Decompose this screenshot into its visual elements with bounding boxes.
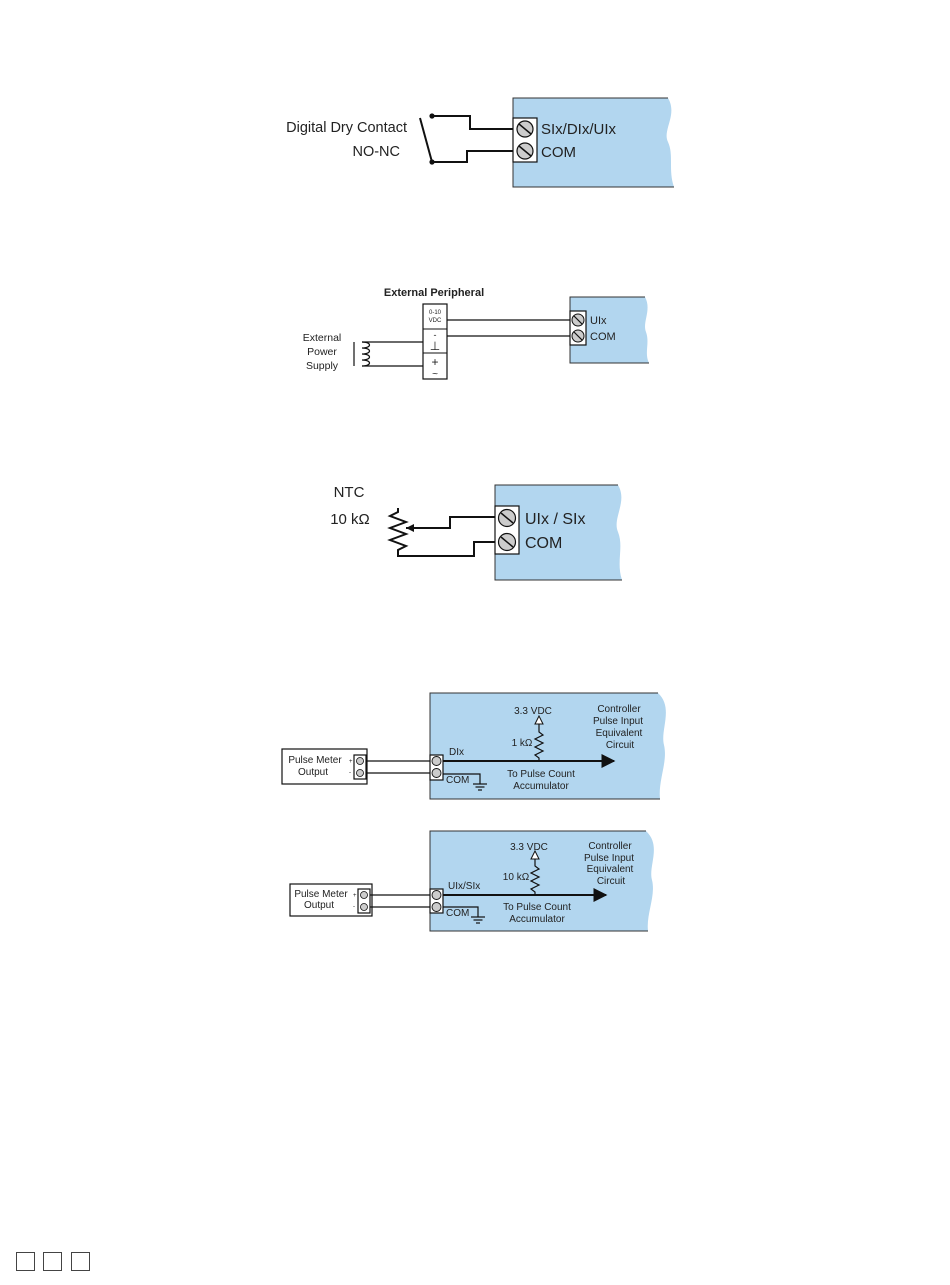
circuit-label: Controller xyxy=(597,704,641,715)
controller-panel xyxy=(570,297,649,363)
resistor-label: 1 kΩ xyxy=(512,738,533,749)
pullup-resistor xyxy=(533,714,545,761)
circuit-label-4: Circuit xyxy=(597,876,626,887)
terminal-screw xyxy=(497,532,517,552)
peripheral-output-label: 0-10 xyxy=(429,310,442,316)
device-label: Digital Dry Contact xyxy=(286,120,407,136)
destination-label-2: Accumulator xyxy=(513,781,569,792)
terminal-common-label: COM xyxy=(541,144,576,161)
destination-label: To Pulse Count xyxy=(503,902,571,913)
terminal-screw xyxy=(571,313,585,327)
circuit-label-3: Equivalent xyxy=(587,864,634,875)
meter-minus: - xyxy=(349,770,351,776)
controller-panel xyxy=(430,693,666,799)
power-supply-coil xyxy=(353,341,423,367)
diagram-pulse-dix: Pulse Meter Output + - DIx COM 3.3 VDC 1… xyxy=(281,692,666,800)
controller-panel xyxy=(430,831,654,931)
ground-icon xyxy=(471,916,485,924)
meter-label: Pulse Meter xyxy=(288,755,342,766)
ntc-thermistor xyxy=(387,508,495,557)
peripheral-title: External Peripheral xyxy=(384,287,484,299)
supply-voltage-label: 3.3 VDC xyxy=(514,706,552,717)
terminal-input-label: UIx / SIx xyxy=(525,511,585,528)
controller-panel xyxy=(495,485,622,580)
destination-label-2: Accumulator xyxy=(509,914,565,925)
ground-icon xyxy=(473,783,487,791)
diagram-ntc-sensor: UIx / SIx COM NTC 10 kΩ xyxy=(330,484,622,581)
terminal-input-label: DIx xyxy=(449,747,464,758)
peripheral-minus-label: - xyxy=(434,330,437,340)
circuit-label-3: Equivalent xyxy=(596,728,643,739)
destination-label: To Pulse Count xyxy=(507,769,575,780)
terminal-common-label: COM xyxy=(590,331,616,343)
terminal-input-label: UIx xyxy=(590,315,607,327)
device-label-2: NO-NC xyxy=(352,144,400,160)
circuit-label-2: Pulse Input xyxy=(593,716,643,727)
resistor-label: 10 kΩ xyxy=(503,872,530,883)
page-box-2 xyxy=(43,1252,62,1271)
tilde-symbol: ~ xyxy=(432,369,438,380)
sensor-label: NTC xyxy=(334,484,365,501)
meter-label: Pulse Meter xyxy=(294,889,348,900)
pullup-resistor xyxy=(529,849,541,895)
page-box-3 xyxy=(71,1252,90,1271)
terminal-common-label: COM xyxy=(446,775,469,786)
terminal-screw xyxy=(571,329,585,343)
supply-voltage-label: 3.3 VDC xyxy=(510,842,548,853)
terminal-common-label: COM xyxy=(525,535,562,552)
dry-contact-switch xyxy=(419,113,513,165)
meter-plus: + xyxy=(349,759,353,765)
circuit-label-2: Pulse Input xyxy=(584,853,634,864)
meter-plus: + xyxy=(353,893,357,899)
ground-symbol: ⊥ xyxy=(430,339,440,353)
terminal-screw xyxy=(516,120,534,138)
controller-panel xyxy=(513,98,674,187)
terminal-input-label: SIx/DIx/UIx xyxy=(541,121,617,138)
peripheral-box xyxy=(422,303,448,380)
meter-label-2: Output xyxy=(304,900,334,911)
circuit-label: Controller xyxy=(588,841,632,852)
pulse-meter-box xyxy=(281,748,368,785)
terminal-block xyxy=(512,117,538,163)
terminal-screw xyxy=(497,508,517,528)
diagram-external-peripheral: External Peripheral 0-10 VDC - ⊥ + ~ UIx… xyxy=(303,287,649,380)
circuit-label-4: Circuit xyxy=(606,740,635,751)
peripheral-output-unit: VDC xyxy=(429,318,442,324)
diagram-dry-contact: SIx/DIx/UIx COM Digital Dry Contact NO-N… xyxy=(286,97,674,188)
supply-label-2: Power xyxy=(307,346,337,358)
diagram-pulse-uix: Pulse Meter Output + - UIx/SIx COM 3.3 V… xyxy=(289,830,654,932)
plus-symbol: + xyxy=(431,355,438,369)
supply-label: External xyxy=(303,332,342,344)
sensor-resistance-label: 10 kΩ xyxy=(330,511,370,528)
terminal-screw xyxy=(516,142,534,160)
supply-label-3: Supply xyxy=(306,360,339,372)
terminal-input-label: UIx/SIx xyxy=(448,881,480,892)
meter-label-2: Output xyxy=(298,767,328,778)
terminal-common-label: COM xyxy=(446,908,469,919)
page-box-1 xyxy=(16,1252,35,1271)
meter-minus: - xyxy=(353,904,355,910)
